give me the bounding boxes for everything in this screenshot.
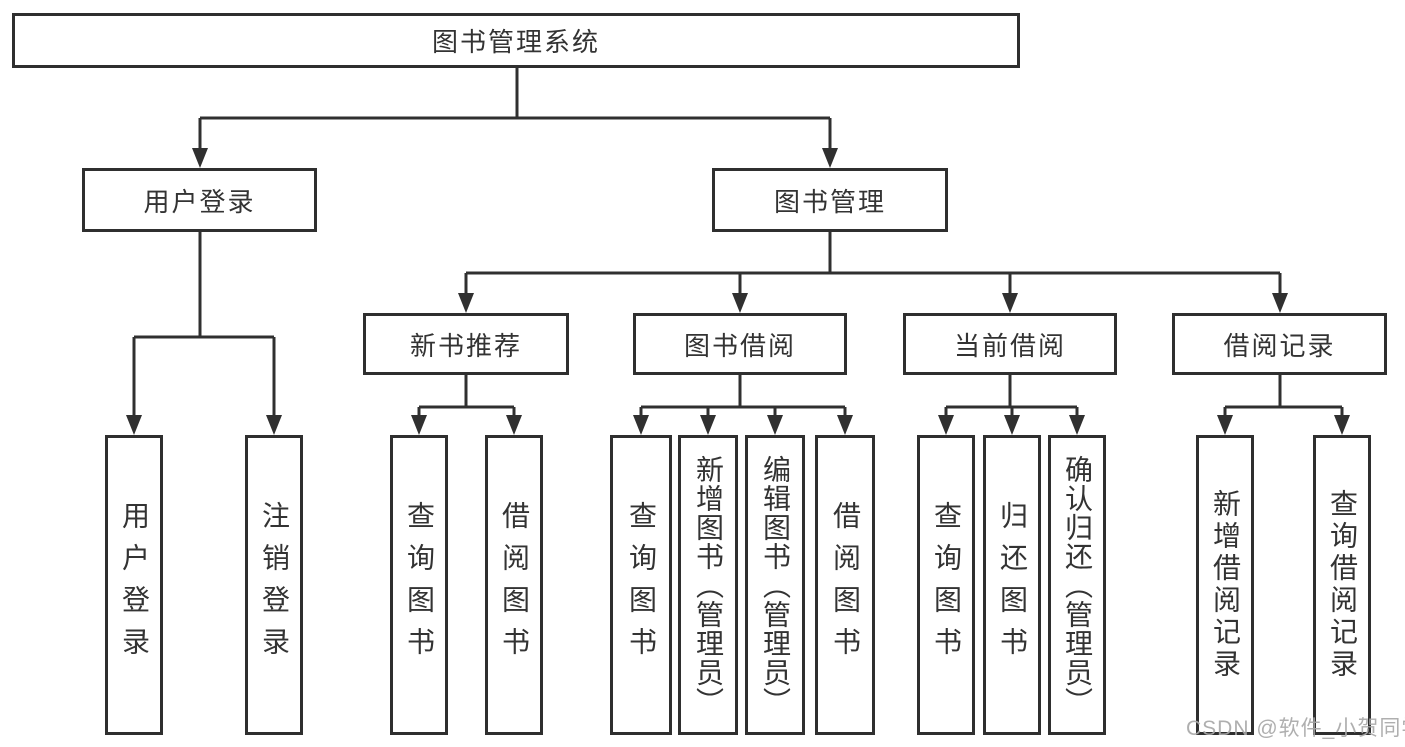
csdn-watermark: CSDN @软件_小贺同学 (1186, 717, 1405, 740)
node-book-borrow: 图书借阅 (633, 313, 847, 375)
leaf-user-login: 用户登录 (105, 435, 163, 735)
node-book-management: 图书管理 (712, 168, 948, 232)
arrowheads (126, 148, 1350, 435)
leaf-nb-borrow-books: 借阅图书 (485, 435, 543, 735)
leaf-br-query-record: 查询借阅记录 (1313, 435, 1371, 735)
leaf-cb-query-books: 查询图书 (917, 435, 975, 735)
leaf-logout: 注销登录 (245, 435, 303, 735)
node-current-borrow: 当前借阅 (903, 313, 1117, 375)
node-root: 图书管理系统 (12, 13, 1020, 68)
leaf-bb-edit-books-admin: 编辑图书（管理员） (745, 435, 805, 735)
node-borrow-records: 借阅记录 (1172, 313, 1387, 375)
node-new-book-recommend: 新书推荐 (363, 313, 569, 375)
leaf-bb-query-books: 查询图书 (610, 435, 672, 735)
leaf-br-add-record: 新增借阅记录 (1196, 435, 1254, 735)
leaf-nb-query-books: 查询图书 (390, 435, 448, 735)
node-user-login: 用户登录 (82, 168, 317, 232)
leaf-cb-confirm-return-admin: 确认归还（管理员） (1048, 435, 1106, 735)
leaf-cb-return-books: 归还图书 (983, 435, 1041, 735)
leaf-bb-borrow-books: 借阅图书 (815, 435, 875, 735)
leaf-bb-add-books-admin: 新增图书（管理员） (678, 435, 738, 735)
